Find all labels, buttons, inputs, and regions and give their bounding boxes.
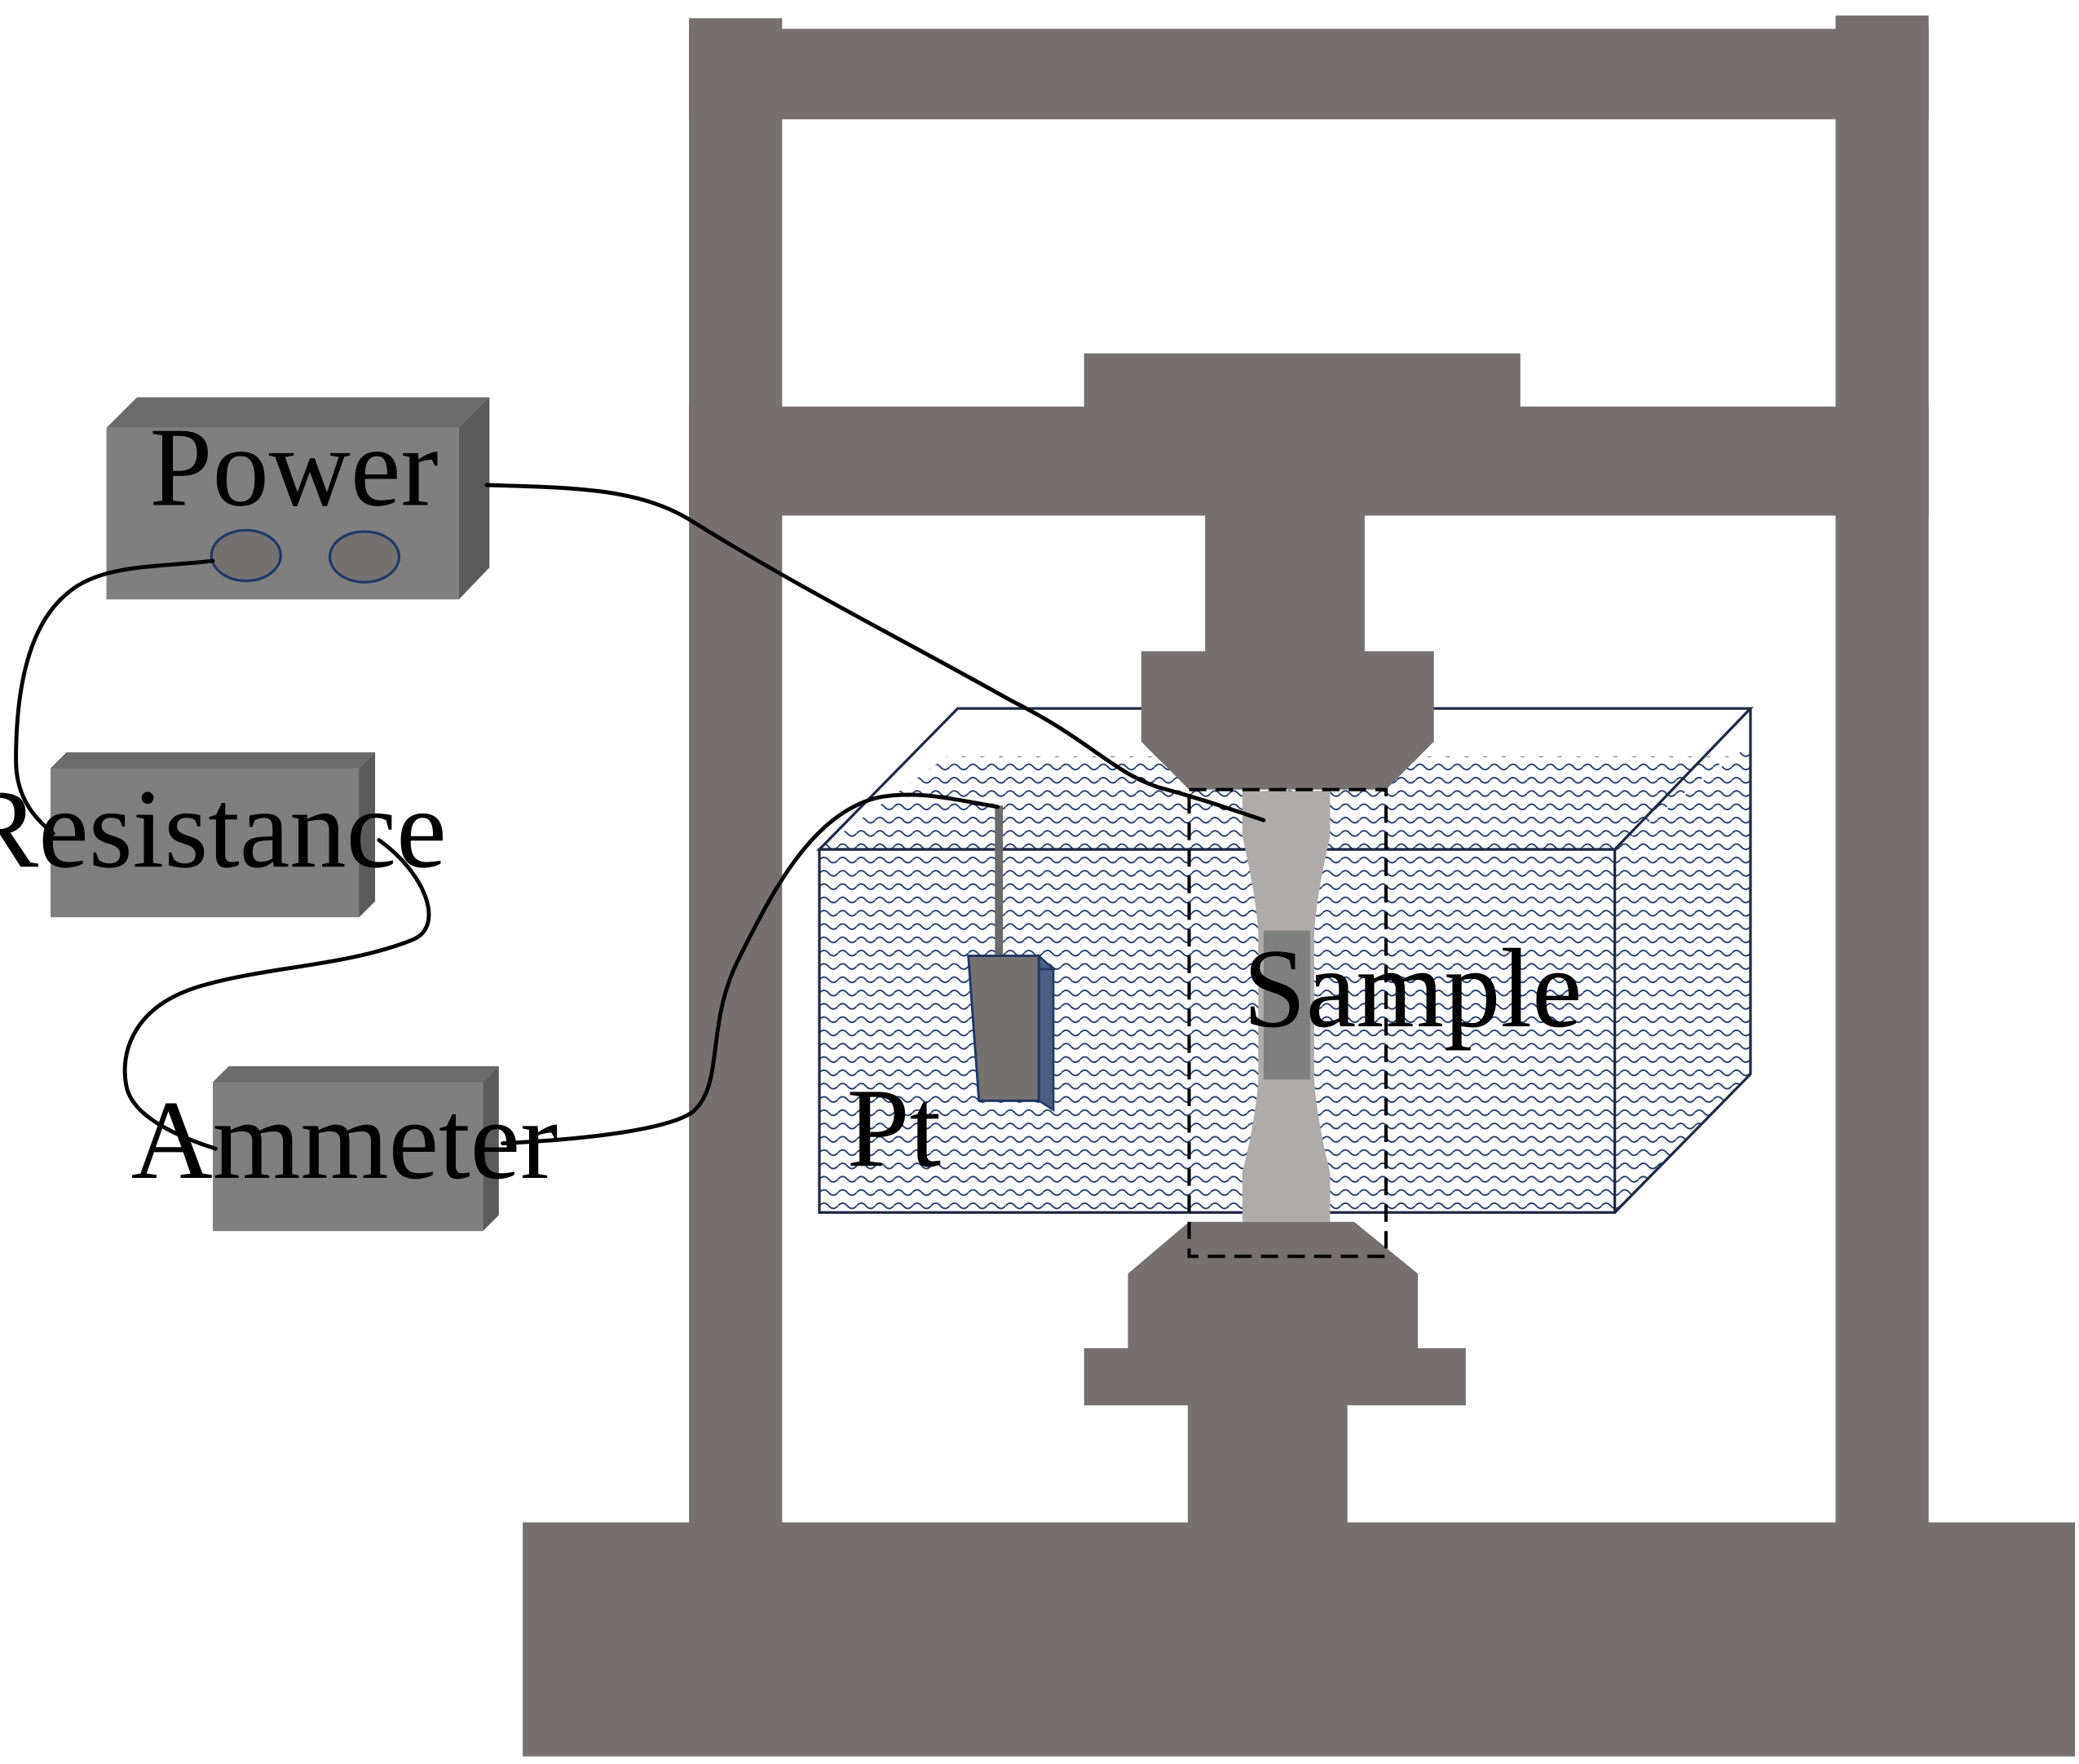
resistance-box-front (50, 768, 360, 918)
electrode-label: Pt (847, 1065, 942, 1190)
lower-pull-rod (1187, 1398, 1348, 1529)
left-column (689, 18, 783, 1528)
power-box-front (106, 427, 459, 600)
resistance-label: Resistance (0, 765, 447, 891)
knob-right-icon (328, 530, 401, 584)
electrode-plate-side (1037, 953, 1055, 1113)
resistance-box (50, 752, 376, 918)
power-box-side (458, 397, 490, 600)
tank-front-fill (819, 849, 1615, 1213)
tank-outline-front (818, 848, 1617, 1215)
ammeter-box-top (213, 1065, 499, 1083)
crosshead-cap (1084, 353, 1521, 412)
wires (14, 483, 1266, 1151)
electrode-plate (967, 955, 1040, 1102)
electrode-rod (995, 805, 1004, 956)
ammeter (213, 1065, 499, 1232)
resistance-box-top (50, 752, 376, 769)
platinum-electrode-icon (965, 805, 1057, 1113)
lower-grip-flange (1084, 1347, 1466, 1405)
power-label: Power (149, 404, 438, 529)
wire-resistance-to-ammeter (122, 838, 431, 1151)
lower-grip (1128, 1221, 1419, 1352)
wire-power-to-sample (484, 483, 1266, 822)
right-column (1835, 15, 1929, 1528)
sample-label: Sample (1243, 925, 1582, 1051)
sample-gauge-section (1263, 930, 1311, 1080)
resistance-box-side (359, 752, 376, 918)
wire-ammeter-to-electrode (501, 792, 1000, 1146)
tank-outline-side (1613, 708, 1752, 1214)
knob-left-icon (210, 528, 282, 583)
tank-side-fill (1614, 744, 1751, 1213)
wire-power-to-resistance (14, 558, 215, 836)
power-box-top (106, 397, 490, 428)
sample-region-outline (1187, 787, 1388, 1259)
crosshead-beam (689, 406, 1929, 516)
sample (1242, 791, 1331, 1222)
solution-tank (816, 707, 1754, 1215)
power-supply (106, 397, 490, 600)
base-plate (523, 1522, 2076, 1757)
ammeter-label: Ammeter (131, 1077, 558, 1202)
top-beam (689, 29, 1929, 120)
ammeter-box-side (483, 1065, 499, 1232)
upper-grip (1141, 650, 1434, 790)
ammeter-box-front (213, 1082, 483, 1232)
upper-pull-rod (1205, 513, 1365, 655)
testing-machine-frame (523, 15, 2076, 1757)
